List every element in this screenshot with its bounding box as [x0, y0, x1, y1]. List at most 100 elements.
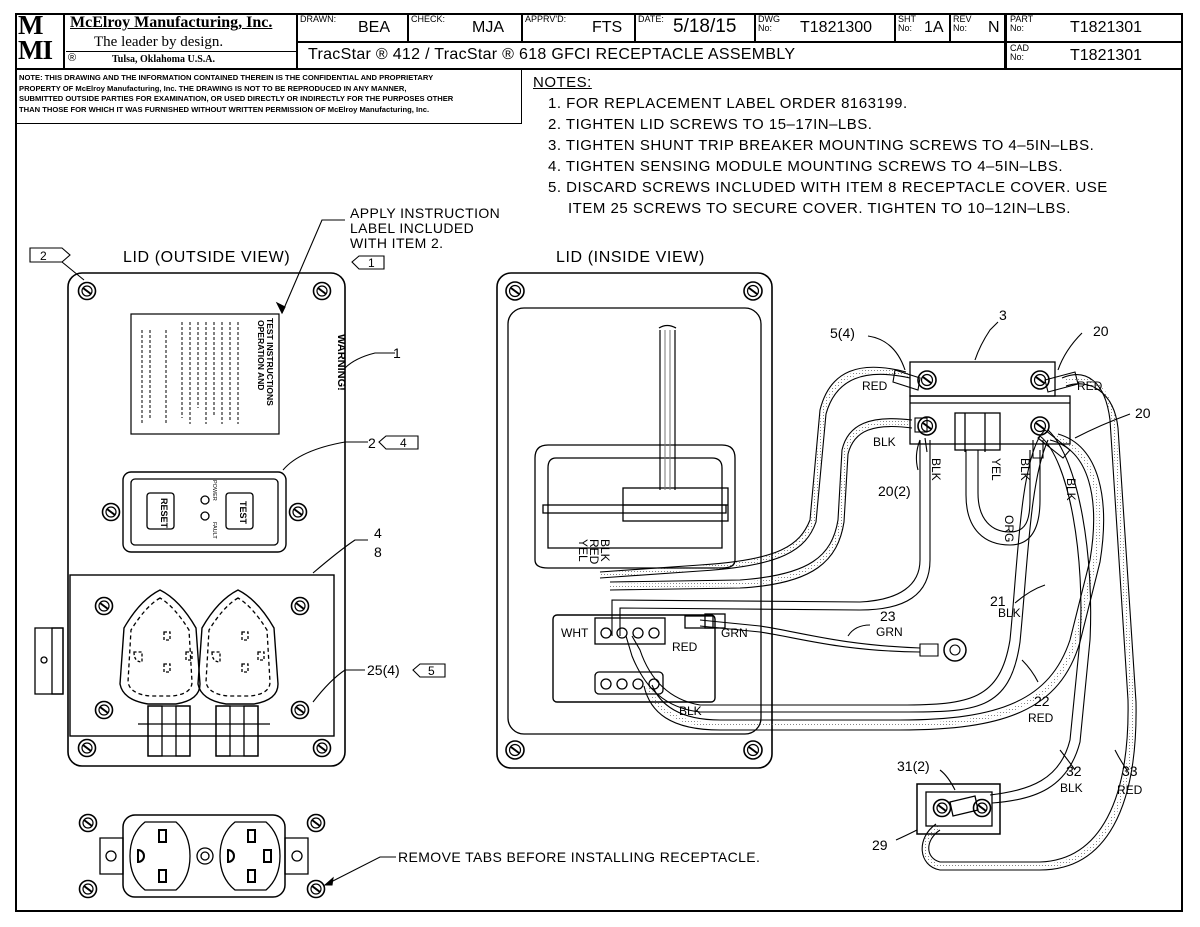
wire-label-red: RED [587, 539, 601, 565]
note-5: 5. DISCARD SCREWS INCLUDED WITH ITEM 8 R… [548, 179, 1108, 196]
remove-tabs-note: REMOVE TABS BEFORE INSTALLING RECEPTACLE… [398, 849, 760, 865]
item-23-callout: 23 [880, 608, 896, 624]
power-indicator-label: POWER [211, 480, 217, 501]
logo-box [15, 13, 65, 70]
check-value: MJA [472, 19, 504, 36]
lid-screw-icon [312, 738, 332, 758]
wire-label-wht: WHT [561, 626, 589, 640]
item-33-callout: 33 [1122, 763, 1138, 779]
item-20-callout-top: 20 [1093, 323, 1109, 339]
item-22-callout: 22 [1034, 693, 1050, 709]
wire-label-blk: BLK [679, 704, 702, 718]
drawn-label: DRAWN: [300, 14, 337, 24]
cad-value: T1821301 [1070, 47, 1143, 64]
gfci-breaker: RESET TEST POWER FAULT [101, 471, 308, 553]
rev-label: REV No: [953, 14, 972, 33]
item-32-callout: 32 [1066, 763, 1082, 779]
dwg-value: T1821300 [800, 19, 873, 36]
apprvd-value: FTS [592, 19, 623, 36]
dwg-label: DWG No: [758, 14, 780, 33]
company-box [65, 13, 297, 70]
item-21-callout: 21 [990, 593, 1006, 609]
wire-label-blk: BLK [1064, 478, 1078, 501]
wiring [599, 366, 1137, 871]
receptacle-cover [34, 574, 335, 757]
wire-label-grn: GRN [876, 625, 903, 639]
outside-lid: OPERATION AND TEST INSTRUCTIONS WARNING! [34, 272, 347, 899]
gfci-receptacle [78, 813, 326, 899]
inside-view-title: LID (INSIDE VIEW) [556, 249, 705, 266]
check-label: CHECK: [411, 14, 446, 24]
sht-value: 1A [924, 19, 944, 36]
cad-label: CAD No: [1010, 43, 1030, 62]
test-button: TEST [238, 501, 248, 525]
note-5-cont: ITEM 25 SCREWS TO SECURE COVER. TIGHTEN … [568, 200, 1071, 217]
outside-leaders [29, 219, 446, 886]
ring-terminals [892, 369, 1079, 459]
wire-label-blk: BLK [598, 539, 612, 562]
wire-label-blk: BLK [873, 435, 896, 449]
confidential-note: NOTE: THIS DRAWING AND THE INFORMATION C… [19, 73, 454, 114]
label-heading-1: OPERATION AND [256, 320, 266, 390]
note-1: 1. FOR REPLACEMENT LABEL ORDER 8163199. [548, 95, 908, 112]
item-20-2-callout: 20(2) [878, 483, 911, 499]
wire-label-blk: BLK [998, 606, 1021, 620]
item-29-callout: 29 [872, 837, 888, 853]
registered-mark: ® [68, 52, 77, 64]
item-2-callout: 2 [368, 435, 376, 451]
flag-5: 5 [428, 664, 435, 678]
note-3: 3. TIGHTEN SHUNT TRIP BREAKER MOUNTING S… [548, 137, 1095, 154]
part-label: PART No: [1010, 14, 1034, 33]
wire-label-red: RED [672, 640, 698, 654]
lid-screw-icon [77, 738, 97, 758]
wire-label-red: RED [1077, 379, 1103, 393]
apply-label-line-1: APPLY INSTRUCTION [350, 205, 500, 221]
lid-screw-icon [312, 281, 332, 301]
wire-label-red: RED [1028, 711, 1054, 725]
item-3-callout: 3 [999, 307, 1007, 323]
circuit-breaker-box [916, 783, 1001, 835]
lid-screw-icon [77, 281, 97, 301]
instruction-label: OPERATION AND TEST INSTRUCTIONS WARNING! [130, 313, 347, 435]
apply-label-line-2: LABEL INCLUDED [350, 220, 474, 236]
wire-label-yel: YEL [576, 539, 590, 562]
reset-button: RESET [159, 498, 169, 529]
flag-4: 4 [400, 436, 407, 450]
company-tagline: The leader by design. [94, 34, 224, 50]
item-31-callout: 31(2) [897, 758, 930, 774]
company-location: Tulsa, Oklahoma U.S.A. [112, 54, 215, 65]
item-5-callout: 5(4) [830, 325, 855, 341]
date-value: 5/18/15 [673, 16, 737, 37]
wire-label-org: ORG [1002, 515, 1016, 542]
wire-label-grn: GRN [721, 626, 748, 640]
wire-label-blk: BLK [1018, 458, 1032, 481]
note-2: 2. TIGHTEN LID SCREWS TO 15–17IN–LBS. [548, 116, 873, 133]
item-4-callout: 4 [374, 525, 382, 541]
item-8-callout: 8 [374, 544, 382, 560]
terminal-block [909, 361, 1071, 452]
apply-label-line-3: WITH ITEM 2. [350, 235, 443, 251]
sht-label: SHT No: [898, 14, 916, 33]
wire-label-red: RED [1117, 783, 1143, 797]
wire-label-yel: YEL [989, 458, 1003, 481]
outside-view-title: LID (OUTSIDE VIEW) [123, 249, 290, 266]
label-heading-2: TEST INSTRUCTIONS [265, 318, 275, 406]
drawn-value: BEA [358, 19, 391, 36]
fault-indicator-label: FAULT [211, 522, 217, 539]
item-1-callout: 1 [393, 345, 401, 361]
item-25-callout: 25(4) [367, 662, 400, 678]
item-20-callout-right: 20 [1135, 405, 1151, 421]
assembly-title: TracStar ® 412 / TracStar ® 618 GFCI REC… [308, 46, 796, 63]
wire-label-blk: BLK [1060, 781, 1083, 795]
date-label: DATE: [638, 14, 664, 24]
notes-heading: NOTES: [533, 74, 592, 91]
apprvd-label: APPRV'D: [525, 14, 567, 24]
company-name: McElroy Manufacturing, Inc. [70, 14, 273, 31]
flag-2-left: 2 [40, 249, 47, 263]
note-4: 4. TIGHTEN SENSING MODULE MOUNTING SCREW… [548, 158, 1064, 175]
wire-label-blk: BLK [929, 458, 943, 481]
inside-leaders [847, 321, 1131, 841]
inside-lid [496, 272, 773, 769]
